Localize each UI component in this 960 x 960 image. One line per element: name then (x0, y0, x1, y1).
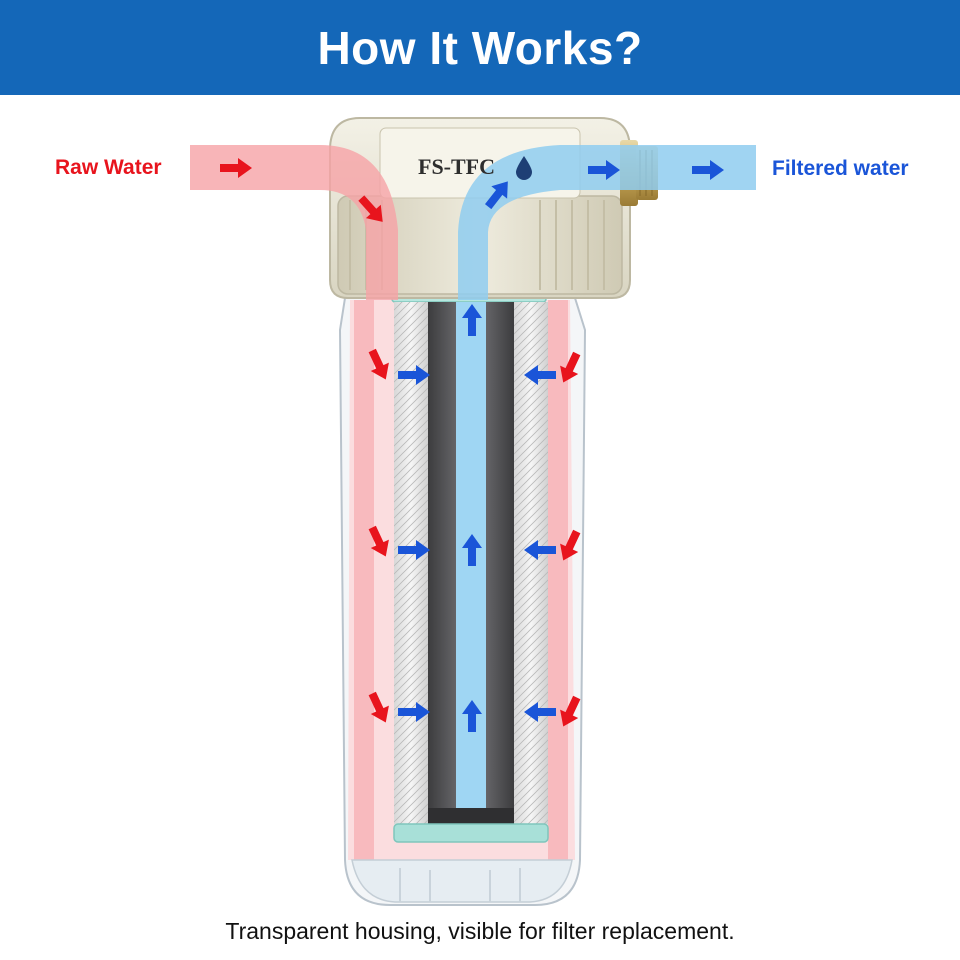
filtered-water-flow (458, 145, 756, 300)
page-title: How It Works? (317, 21, 643, 74)
raw-water-label: Raw Water (55, 156, 162, 179)
filtered-water-label: Filtered water (772, 157, 909, 180)
caption: Transparent housing, visible for filter … (225, 918, 735, 944)
raw-water-flow (190, 145, 398, 300)
brand-mark: FS-TFC (418, 154, 495, 179)
water-drop-icon (516, 156, 532, 180)
title-banner: How It Works? (0, 0, 960, 95)
